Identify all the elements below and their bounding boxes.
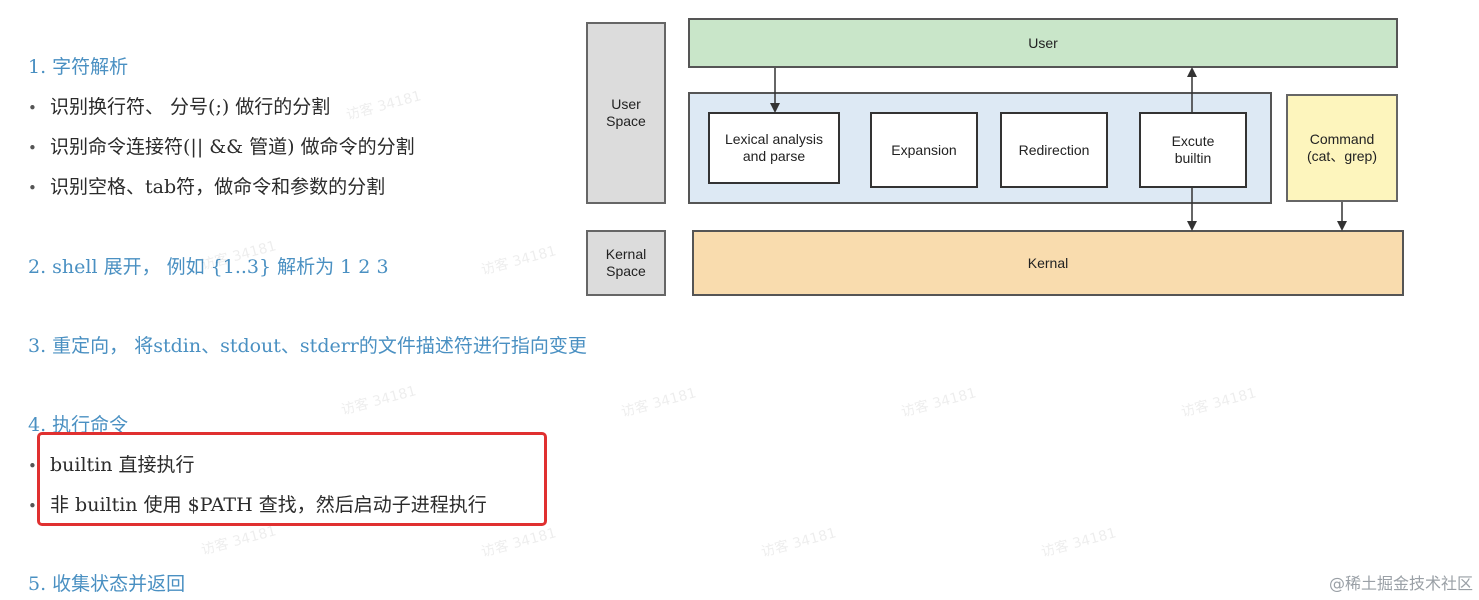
bullet-text: 识别命令连接符(|| && 管道) 做命令的分割 <box>50 136 415 158</box>
bullet-non-builtin: • 非 builtin 使用 $PATH 查找，然后启动子进程执行 <box>28 490 487 517</box>
bullet-whitespace-split: • 识别空格、tab符，做命令和参数的分割 <box>28 172 385 199</box>
bullet-marker: • <box>28 139 37 157</box>
watermark: 访客 34181 <box>479 243 559 279</box>
expansion-box: Expansion <box>870 112 978 188</box>
excute-builtin-box: Excute builtin <box>1139 112 1247 188</box>
step-4-heading: 4. 执行命令 <box>28 414 129 436</box>
bullet-builtin: • builtin 直接执行 <box>28 450 195 477</box>
kernal-space-label: Kernal Space <box>586 230 666 296</box>
watermark: 访客 34181 <box>479 525 559 561</box>
bullet-text: 非 builtin 使用 $PATH 查找，然后启动子进程执行 <box>50 494 487 516</box>
watermark: 访客 34181 <box>344 88 424 124</box>
source-credit: @稀土掘金技术社区 <box>1328 574 1473 593</box>
bullet-connector-split: • 识别命令连接符(|| && 管道) 做命令的分割 <box>28 132 415 159</box>
bullet-marker: • <box>28 457 37 475</box>
watermark: 访客 34181 <box>199 523 279 559</box>
user-box: User <box>688 18 1398 68</box>
lexical-analysis-box: Lexical analysis and parse <box>708 112 840 184</box>
step-5-heading: 5. 收集状态并返回 <box>28 573 186 595</box>
bullet-text: 识别空格、tab符，做命令和参数的分割 <box>50 176 386 198</box>
watermark: 访客 34181 <box>339 383 419 419</box>
bullet-marker: • <box>28 497 37 515</box>
bullet-marker: • <box>28 179 37 197</box>
watermark: 访客 34181 <box>1039 525 1119 561</box>
bullet-marker: • <box>28 99 37 117</box>
bullet-text: 识别换行符、 分号(;) 做行的分割 <box>50 96 331 118</box>
watermark: 访客 34181 <box>759 525 839 561</box>
redirection-box: Redirection <box>1000 112 1108 188</box>
step-1-heading: 1. 字符解析 <box>28 56 129 78</box>
watermark: 访客 34181 <box>899 385 979 421</box>
watermark: 访客 34181 <box>619 385 699 421</box>
kernal-box: Kernal <box>692 230 1404 296</box>
bullet-newline-split: • 识别换行符、 分号(;) 做行的分割 <box>28 92 330 119</box>
command-box: Command (cat、grep) <box>1286 94 1398 202</box>
bullet-text: builtin 直接执行 <box>50 454 195 476</box>
step-2-heading: 2. shell 展开， 例如 {1..3} 解析为 1 2 3 <box>28 256 389 278</box>
highlight-box <box>37 432 547 526</box>
step-3-heading: 3. 重定向， 将stdin、stdout、stderr的文件描述符进行指向变更 <box>28 335 587 357</box>
watermark: 访客 34181 <box>1179 385 1259 421</box>
user-space-label: User Space <box>586 22 666 204</box>
